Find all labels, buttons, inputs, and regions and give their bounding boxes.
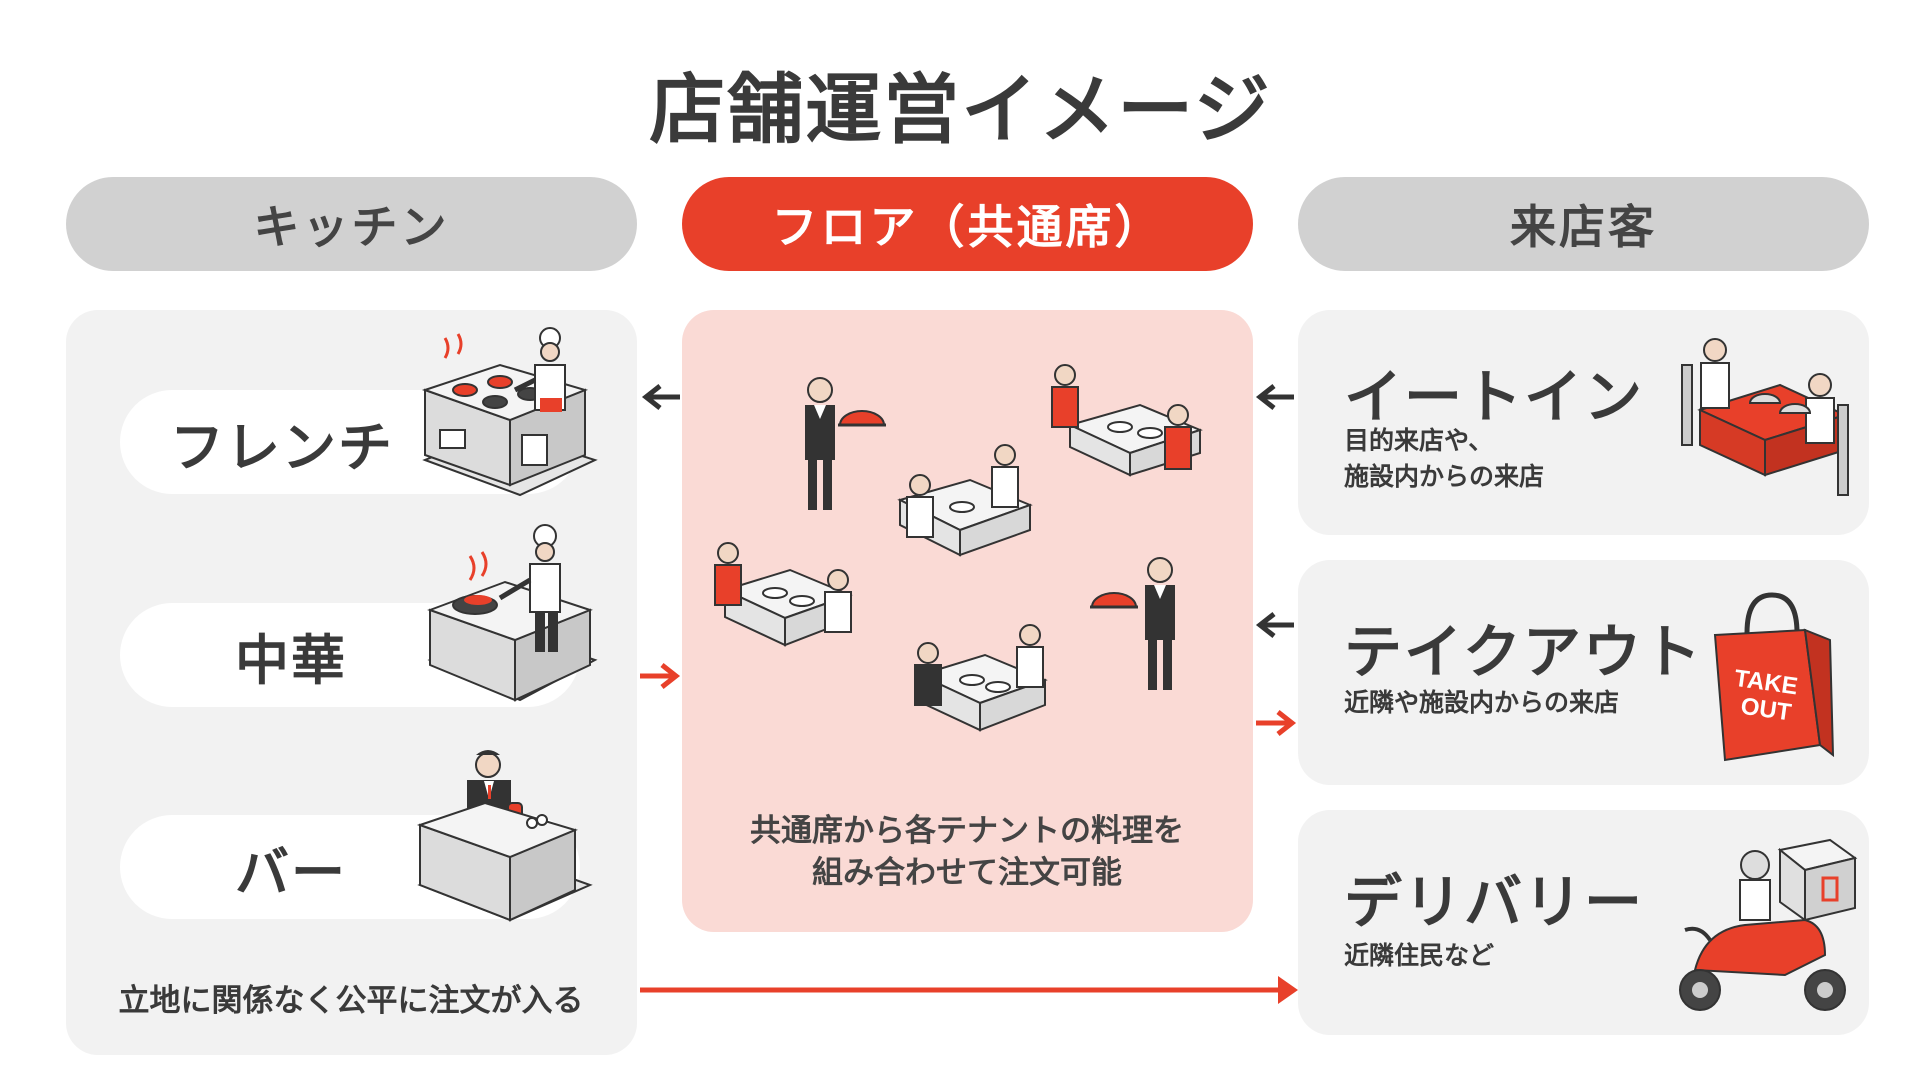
chinese-chef-icon bbox=[427, 524, 598, 702]
delivery-title: デリバリー bbox=[1344, 868, 1645, 936]
delivery-scooter-icon bbox=[1679, 838, 1858, 1011]
header-customers: 来店客 bbox=[1298, 177, 1869, 271]
header-floor: フロア（共通席） bbox=[682, 177, 1253, 271]
table-top-right bbox=[1051, 364, 1203, 477]
floor-caption: 共通席から各テナントの料理を 組み合わせて注文可能 bbox=[682, 810, 1252, 894]
takeout-title: テイクアウト bbox=[1344, 618, 1703, 686]
french-chef-icon bbox=[421, 327, 598, 497]
delivery-subtitle: 近隣住民など bbox=[1344, 941, 1495, 970]
waiter-right bbox=[1090, 557, 1175, 690]
dining-couple-icon bbox=[1681, 338, 1849, 496]
floor-caption-line2: 組み合わせて注文可能 bbox=[812, 855, 1122, 891]
bartender-icon bbox=[416, 750, 593, 922]
arrow-kitchen-to-delivery bbox=[640, 976, 1298, 1004]
arrow-floor-to-kitchen bbox=[641, 384, 680, 410]
eat-in-title: イートイン bbox=[1344, 363, 1645, 431]
arrow-kitchen-to-floor bbox=[640, 663, 681, 689]
arrow-takeout-to-floor bbox=[1255, 612, 1294, 638]
table-left bbox=[714, 542, 853, 647]
table-bottom bbox=[914, 624, 1048, 732]
page-title: 店舗運営イメージ bbox=[649, 65, 1272, 154]
eat-in-subtitle-line2: 施設内からの来店 bbox=[1344, 462, 1545, 491]
eat-in-subtitle: 目的来店や、 施設内からの来店 bbox=[1344, 423, 1544, 495]
takeout-bag-icon: TAKE OUT bbox=[1713, 592, 1835, 762]
eat-in-subtitle-line1: 目的来店や、 bbox=[1344, 426, 1494, 455]
arrow-floor-to-takeout bbox=[1256, 710, 1297, 736]
takeout-subtitle: 近隣や施設内からの来店 bbox=[1344, 688, 1620, 717]
arrow-eatin-to-floor bbox=[1255, 384, 1294, 410]
header-kitchen: キッチン bbox=[66, 177, 637, 271]
shared-seating-illustration bbox=[714, 364, 1203, 732]
kitchen-note: 立地に関係なく公平に注文が入る bbox=[118, 983, 584, 1019]
floor-caption-line1: 共通席から各テナントの料理を bbox=[750, 813, 1184, 849]
waiter-left bbox=[805, 377, 886, 510]
table-center bbox=[897, 444, 1033, 557]
